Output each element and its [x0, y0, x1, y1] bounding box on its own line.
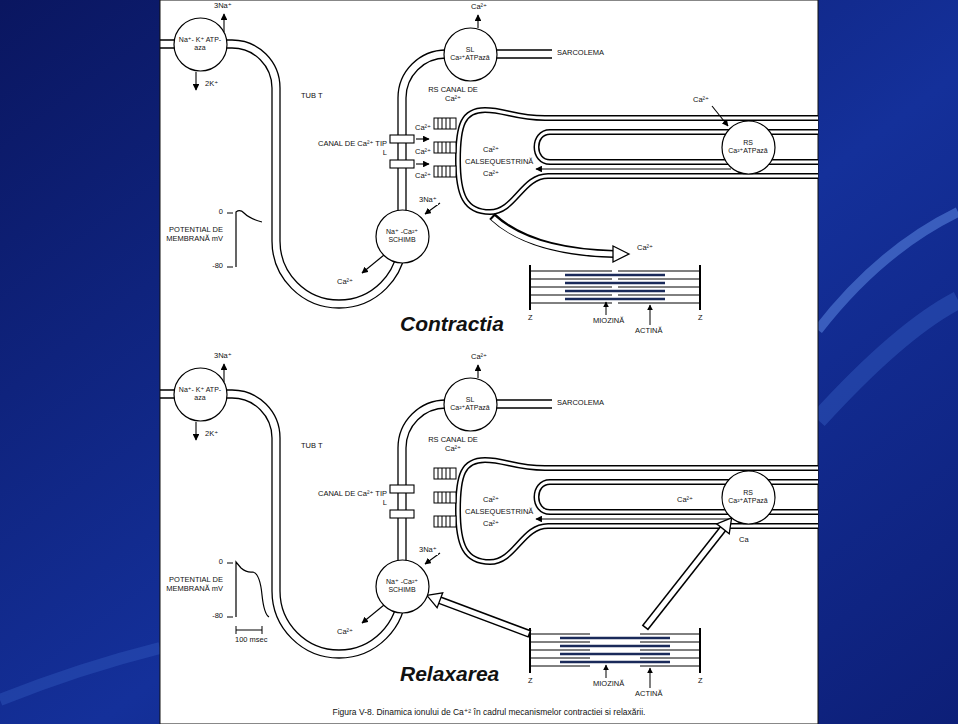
time-scale-bar [236, 626, 262, 634]
diagram-label: Z [527, 677, 534, 686]
calcium-uptake-arrow [427, 593, 530, 634]
diagram-label: 100 msec [234, 636, 269, 645]
diagram-label: 0 [218, 558, 224, 567]
diagram-label: Z [697, 314, 704, 323]
diagram-label: POTENTIAL DE MEMBRANĂ mV [164, 576, 224, 593]
circle-border [376, 560, 429, 613]
sarcomere-node: MIOZINĂ ACTINĂ [530, 265, 700, 341]
relaxation-cell [160, 364, 818, 658]
diagram-label: Ca²⁺ [470, 353, 488, 362]
arrow-shaft-fill [646, 527, 724, 627]
sarcomere-node: MIOZINĂ ACTINĂ [530, 628, 700, 704]
circle-border [444, 378, 497, 431]
diagram-label: Ca²⁺ [482, 496, 500, 505]
circle-border [174, 368, 227, 421]
node-label: Na⁺ -Ca²⁺ SCHIMB [379, 228, 425, 244]
diagram-label: RS CANAL DE Ca²⁺ [420, 86, 486, 103]
action-potential-trace [236, 562, 269, 617]
diagram-label: Ca²⁺ [482, 520, 500, 529]
hollow-arrowhead [717, 518, 732, 534]
diagram-label: CALSEQUESTRINĂ [464, 158, 534, 167]
diagram-label: SARCOLEMA [556, 399, 605, 408]
diagram-label: 3Na⁺ [418, 546, 438, 555]
diagram-label: POTENTIAL DE MEMBRANĂ mV [164, 226, 224, 243]
calcium-release-arrow [492, 216, 629, 262]
filament-label: MIOZINĂ [592, 680, 625, 689]
diagram-label: -80 [211, 262, 224, 271]
sarcomere-relaxed [530, 628, 700, 688]
diagram-label: SARCOLEMA [556, 49, 605, 58]
arrow-shaft-fill [438, 600, 529, 634]
pump-circle: Na⁺ -Ca²⁺ SCHIMB [375, 209, 430, 264]
node-label: SL Ca²⁺ATPază [447, 396, 493, 412]
diagram-label: Ca²⁺ [414, 148, 432, 157]
diagram-label: Ca²⁺ [676, 496, 694, 505]
diagram-label: RS CANAL DE Ca²⁺ [420, 436, 486, 453]
pump-circle: RS Ca²⁺ATPază [721, 120, 776, 175]
swoosh [818, 300, 958, 420]
diagram-label: 2K⁺ [204, 80, 219, 89]
figure-panel [160, 0, 818, 724]
circle-border [444, 28, 497, 81]
filament-label: ACTINĂ [634, 690, 664, 699]
diagram-label: Ca²⁺ [636, 244, 654, 253]
circle-border [376, 210, 429, 263]
swoosh [0, 648, 160, 700]
node-label: RS Ca²⁺ATPază [725, 139, 771, 155]
sarcomere-contracted [530, 265, 700, 325]
circle-border [722, 471, 775, 524]
filament-label: MIOZINĂ [592, 317, 625, 326]
diagram-label: Ca²⁺ [414, 172, 432, 181]
diagram-label: CANAL DE Ca²⁺ TIP L [314, 140, 388, 157]
diagram-label: 0 [218, 208, 224, 217]
arrow-shaft-outline [645, 527, 724, 628]
diagram-label: Z [527, 314, 534, 323]
diagram-label: CANAL DE Ca²⁺ TIP L [314, 490, 388, 507]
diagram-label: 2K⁺ [204, 430, 219, 439]
diagram-label: 3Na⁺ [418, 196, 438, 205]
diagram-label: 3Na⁺ [213, 352, 233, 361]
diagram-label: Ca [738, 536, 750, 545]
panel-title: Relaxarea [398, 662, 501, 685]
diagram-label: Z [697, 677, 704, 686]
diagram-label: Ca²⁺ [470, 3, 488, 12]
filament-label: ACTINĂ [634, 327, 664, 336]
diagram-label: -80 [211, 612, 224, 621]
contraction-arrows [416, 106, 728, 164]
diagram-label: CALSEQUESTRINĂ [464, 508, 534, 517]
diagram-label: TUB T [300, 442, 324, 451]
node-label: Na⁺- K⁺ ATP-aza [177, 36, 223, 52]
diagram-label: Ca²⁺ [692, 96, 710, 105]
pump-circle: Na⁺- K⁺ ATP-aza [173, 17, 228, 72]
pump-circle: SL Ca²⁺ATPază [443, 27, 498, 82]
circle-border [722, 121, 775, 174]
pump-circle: Na⁺ -Ca²⁺ SCHIMB [375, 559, 430, 614]
contraction-cell [160, 14, 818, 308]
figure-caption: Figura V-8. Dinamica ionului de Ca⁺² în … [160, 707, 818, 717]
pump-circle: Na⁺- K⁺ ATP-aza [173, 367, 228, 422]
diagram-label: TUB T [300, 92, 324, 101]
node-label: SL Ca²⁺ATPază [447, 46, 493, 62]
node-label: Na⁺- K⁺ ATP-aza [177, 386, 223, 402]
pump-circle: RS Ca²⁺ATPază [721, 470, 776, 525]
node-label: Na⁺ -Ca²⁺ SCHIMB [379, 578, 425, 594]
diagram-label: Ca²⁺ [336, 628, 354, 637]
panel-title: Contractia [398, 312, 506, 335]
membrane-potential-trace [236, 211, 262, 267]
hollow-arrowhead [427, 593, 443, 608]
arrow-shaft-outline [438, 600, 530, 635]
node-label: RS Ca²⁺ATPază [725, 489, 771, 505]
diagram-label: Ca²⁺ [482, 170, 500, 179]
diagram-label: 3Na⁺ [213, 2, 233, 11]
circle-border [174, 18, 227, 71]
diagram-label: Ca²⁺ [336, 278, 354, 287]
pump-circle: SL Ca²⁺ATPază [443, 377, 498, 432]
diagram-label: Ca²⁺ [414, 124, 432, 133]
diagram-label: Ca²⁺ [482, 146, 500, 155]
calcium-uptake-arrow [645, 518, 732, 628]
